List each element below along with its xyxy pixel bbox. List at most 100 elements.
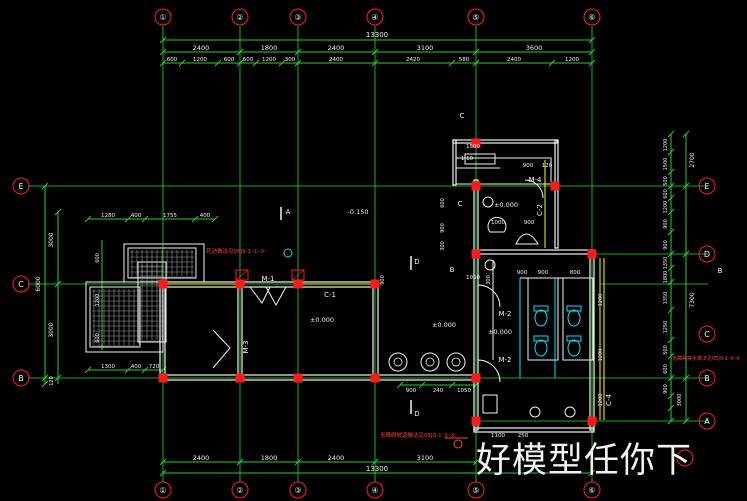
column <box>587 416 597 426</box>
dim-top-row2: 1200 <box>193 57 207 63</box>
door-window-label: M-2 <box>498 310 511 318</box>
dimension-tick <box>682 417 690 425</box>
dim-right-inner: 1350 <box>663 257 669 270</box>
dimension-tick <box>84 215 92 223</box>
axis-bubble-right: E <box>704 182 709 191</box>
dimension-tick <box>682 374 690 382</box>
dim-toilet-v: 300 <box>440 241 446 251</box>
wall-segment <box>473 249 595 255</box>
dim-wing: 400 <box>131 364 142 370</box>
axis-bubble-top: ① <box>159 13 166 22</box>
axis-bubble-bottom-circle <box>366 481 384 499</box>
dimension-tick <box>588 36 596 44</box>
planter-boxes <box>85 243 205 353</box>
column <box>293 373 303 383</box>
note-planter: 花池做法见05J9-1 ①-③ <box>206 247 265 255</box>
column-hatched <box>235 269 249 281</box>
dimension-tick <box>252 59 260 67</box>
dim-top-row2: 600 <box>243 57 254 63</box>
dim-toilet-v: 300 <box>486 275 492 285</box>
column <box>471 249 481 259</box>
dim-top-overall: 13300 <box>366 31 388 39</box>
column <box>370 373 380 383</box>
dimension-tick <box>667 278 675 286</box>
dim-toilet-v: 900 <box>440 223 446 233</box>
toilet-fixtures <box>388 196 582 418</box>
level-label: ±0.000 <box>494 201 518 209</box>
dim-toilet: 1000 <box>491 220 505 226</box>
axis-bubble-top: ④ <box>371 13 378 22</box>
columns <box>158 138 597 426</box>
dimension-tick <box>667 352 675 360</box>
dimension-tick <box>396 381 404 389</box>
dim-toilet: 1050 <box>466 275 480 281</box>
planter-round-inner <box>425 357 435 367</box>
dimension-tick <box>682 250 690 258</box>
axis-bubble-top: ⑤ <box>472 13 479 22</box>
dim-right-inner: 1250 <box>663 321 669 334</box>
planter-round <box>388 352 408 372</box>
axis-bubble-top: ③ <box>294 13 301 22</box>
dimension-tick <box>41 182 49 190</box>
detail-marker <box>453 439 463 449</box>
dimension-tick <box>548 59 556 67</box>
dimension-tick <box>124 366 132 374</box>
toilet-stall <box>527 277 559 361</box>
dim-toilet: 900 <box>524 220 535 226</box>
dim-top-row2: 1200 <box>565 57 579 63</box>
note-handrail: 无障碍扶手做法见05J9-1 ⑤-④ <box>672 355 741 362</box>
door-window-label: M-2 <box>498 356 511 364</box>
dim-left: 6000 <box>35 276 42 291</box>
dim-wing: 600 <box>95 333 101 343</box>
dimension-tick <box>178 59 186 67</box>
axis-bubble-right-circle <box>698 325 716 343</box>
door-M-2 <box>477 284 501 308</box>
dim-toilet-v: 1200 <box>598 294 604 307</box>
dim-toilet: 250 <box>518 433 529 439</box>
door-window-label: C <box>458 200 463 208</box>
dim-top-row2: 300 <box>285 57 296 63</box>
dimension-tick <box>54 374 62 382</box>
axis-bubble-top-circle <box>154 8 172 26</box>
dimension-tick <box>278 59 286 67</box>
dimension-tick <box>588 469 596 477</box>
section-label: A <box>286 208 291 216</box>
dimension-tick <box>472 48 480 56</box>
section-label: B <box>718 267 723 275</box>
dimension-tick <box>236 458 244 466</box>
dimension-tick <box>294 59 302 67</box>
dimension-tick <box>667 417 675 425</box>
dim-top-row2: 600 <box>167 57 178 63</box>
dim-top-row2: 2420 <box>406 57 420 63</box>
dimension-tick <box>159 36 167 44</box>
axis-bubble-partial <box>676 449 694 467</box>
dimension-tick <box>159 469 167 477</box>
dim-top-row1: 1800 <box>261 44 278 52</box>
sink-fixture <box>515 233 539 245</box>
dim-bottom-overall: 13300 <box>366 465 388 473</box>
dim-toilet: 900 <box>517 270 528 276</box>
toilet-tank <box>566 305 582 312</box>
axis-bubble-bottom-circle <box>467 481 485 499</box>
dim-right-inner: 1200 <box>663 139 669 152</box>
dimension-tick <box>667 392 675 400</box>
door-M-1 <box>249 286 271 304</box>
column <box>471 181 481 191</box>
dimension-tick <box>294 458 302 466</box>
dim-right-inner: 900 <box>663 219 669 229</box>
axis-bubble-bottom: ② <box>236 486 243 495</box>
dim-right-outer: 7300 <box>689 292 696 307</box>
planter-round <box>446 352 466 372</box>
axis-bubble-bottom-circle <box>154 481 172 499</box>
toilet-stall <box>562 277 594 361</box>
dim-top-row2: 2400 <box>507 57 521 63</box>
axis-bubble-top-circle <box>467 8 485 26</box>
door-window-label: C-4 <box>605 394 613 406</box>
dim-wing: 400 <box>200 213 211 219</box>
axis-bubble-right: C <box>704 330 710 339</box>
dimension-tick <box>682 182 690 190</box>
column <box>235 279 245 289</box>
axis-bubble-top-circle <box>366 8 384 26</box>
